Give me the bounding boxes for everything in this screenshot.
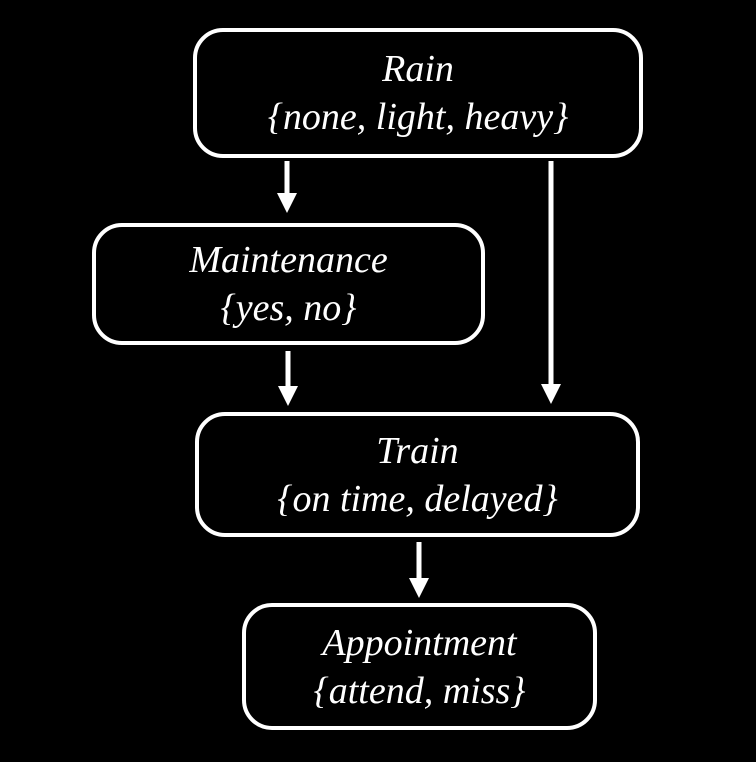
node-maintenance-values: {yes, no}: [220, 287, 357, 329]
node-train-label: Train: [376, 429, 459, 472]
node-maintenance: Maintenance {yes, no}: [92, 223, 485, 345]
node-rain-label: Rain: [382, 48, 454, 90]
node-maintenance-label: Maintenance: [189, 239, 388, 281]
node-train-values: {on time, delayed}: [277, 477, 558, 520]
node-appointment: Appointment {attend, miss}: [242, 603, 597, 730]
node-appointment-label: Appointment: [322, 621, 517, 664]
node-appointment-values: {attend, miss}: [313, 669, 526, 712]
node-rain-values: {none, light, heavy}: [267, 96, 569, 138]
node-train: Train {on time, delayed}: [195, 412, 640, 537]
node-rain: Rain {none, light, heavy}: [193, 28, 643, 158]
